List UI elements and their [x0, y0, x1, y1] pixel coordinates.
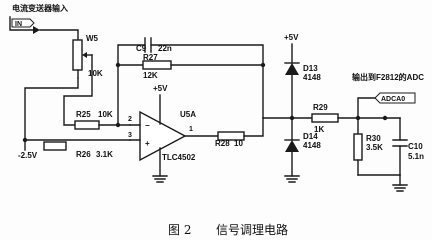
r28-ref: R28	[215, 139, 230, 148]
c10-value: 5.1n	[408, 152, 424, 161]
d13-diode	[285, 63, 299, 75]
r30-value: 3.5K	[366, 143, 383, 152]
pin-1-label: 1	[189, 126, 193, 133]
u5a-part: TLC4502	[162, 153, 196, 162]
r28-value: 10	[234, 139, 243, 148]
output-title: 输出到F2812的ADC	[352, 72, 424, 82]
ground-icon	[392, 184, 408, 192]
wire-opamp-inputs	[129, 124, 141, 141]
d13-part: 4148	[303, 73, 321, 82]
wire-wiper-r25	[63, 54, 93, 126]
r25-value: 10K	[98, 110, 113, 119]
r29-ref: R29	[313, 103, 328, 112]
ground-icon	[152, 175, 168, 183]
d14-diode	[285, 140, 299, 152]
u5a-opamp	[139, 110, 187, 162]
input-connector	[9, 16, 40, 34]
wire-feedback-c9	[117, 44, 146, 126]
output-pin-label: ADCA0	[381, 96, 405, 103]
r27-value: 12K	[143, 71, 158, 80]
r26-resistor	[43, 141, 67, 151]
wire-c9-out	[150, 44, 264, 119]
ground-icon	[284, 175, 300, 183]
r26-value: 3.1K	[96, 150, 113, 159]
pin-2-label: 2	[128, 116, 132, 123]
d13-ref: D13	[303, 64, 318, 73]
wire-offset-loop	[24, 77, 131, 141]
r29-resistor	[311, 113, 339, 123]
c9-value: 22n	[158, 44, 172, 53]
output-connector	[374, 92, 416, 104]
wire-r28-node	[243, 117, 264, 137]
junction-dot	[115, 122, 121, 128]
input-pin-label: IN	[15, 21, 22, 28]
junction-dot	[382, 115, 388, 121]
r26-ref: R26	[76, 150, 91, 159]
opamp-minus-sign: −	[145, 121, 150, 130]
w5-ref: W5	[86, 34, 99, 43]
c9-ref: C9	[136, 44, 147, 53]
d14-part: 4148	[303, 141, 321, 150]
w5-wiper-arrow	[82, 52, 87, 58]
caption-title: 信号调理电路	[216, 222, 288, 237]
opamp-plus-sign: +	[145, 139, 150, 148]
r29-value: 1K	[314, 125, 324, 134]
c10-capacitor	[392, 139, 408, 147]
w5-value: 10K	[88, 69, 103, 78]
wire-to-adc	[357, 97, 376, 119]
u5a-ref: U5A	[180, 110, 196, 119]
r25-ref: R25	[76, 110, 91, 119]
minus-supply-label: -2.5V	[18, 151, 38, 160]
junction-dot	[260, 62, 266, 68]
d14-ref: D14	[303, 132, 318, 141]
r30-ref: R30	[366, 134, 381, 143]
opamp-supply-label: +5V	[153, 84, 168, 93]
caption-number: 图 2	[168, 223, 191, 237]
pin-3-label: 3	[128, 132, 132, 139]
r30-resistor	[353, 133, 363, 161]
r27-ref: R27	[143, 53, 158, 62]
w5-potentiometer	[72, 39, 83, 71]
diode-supply-label: +5V	[284, 33, 299, 42]
wire-input	[39, 29, 79, 41]
c10-ref: C10	[408, 142, 423, 151]
input-title: 电流变送器输入	[12, 3, 68, 13]
r27-resistor	[142, 60, 172, 70]
r25-resistor	[74, 120, 100, 130]
